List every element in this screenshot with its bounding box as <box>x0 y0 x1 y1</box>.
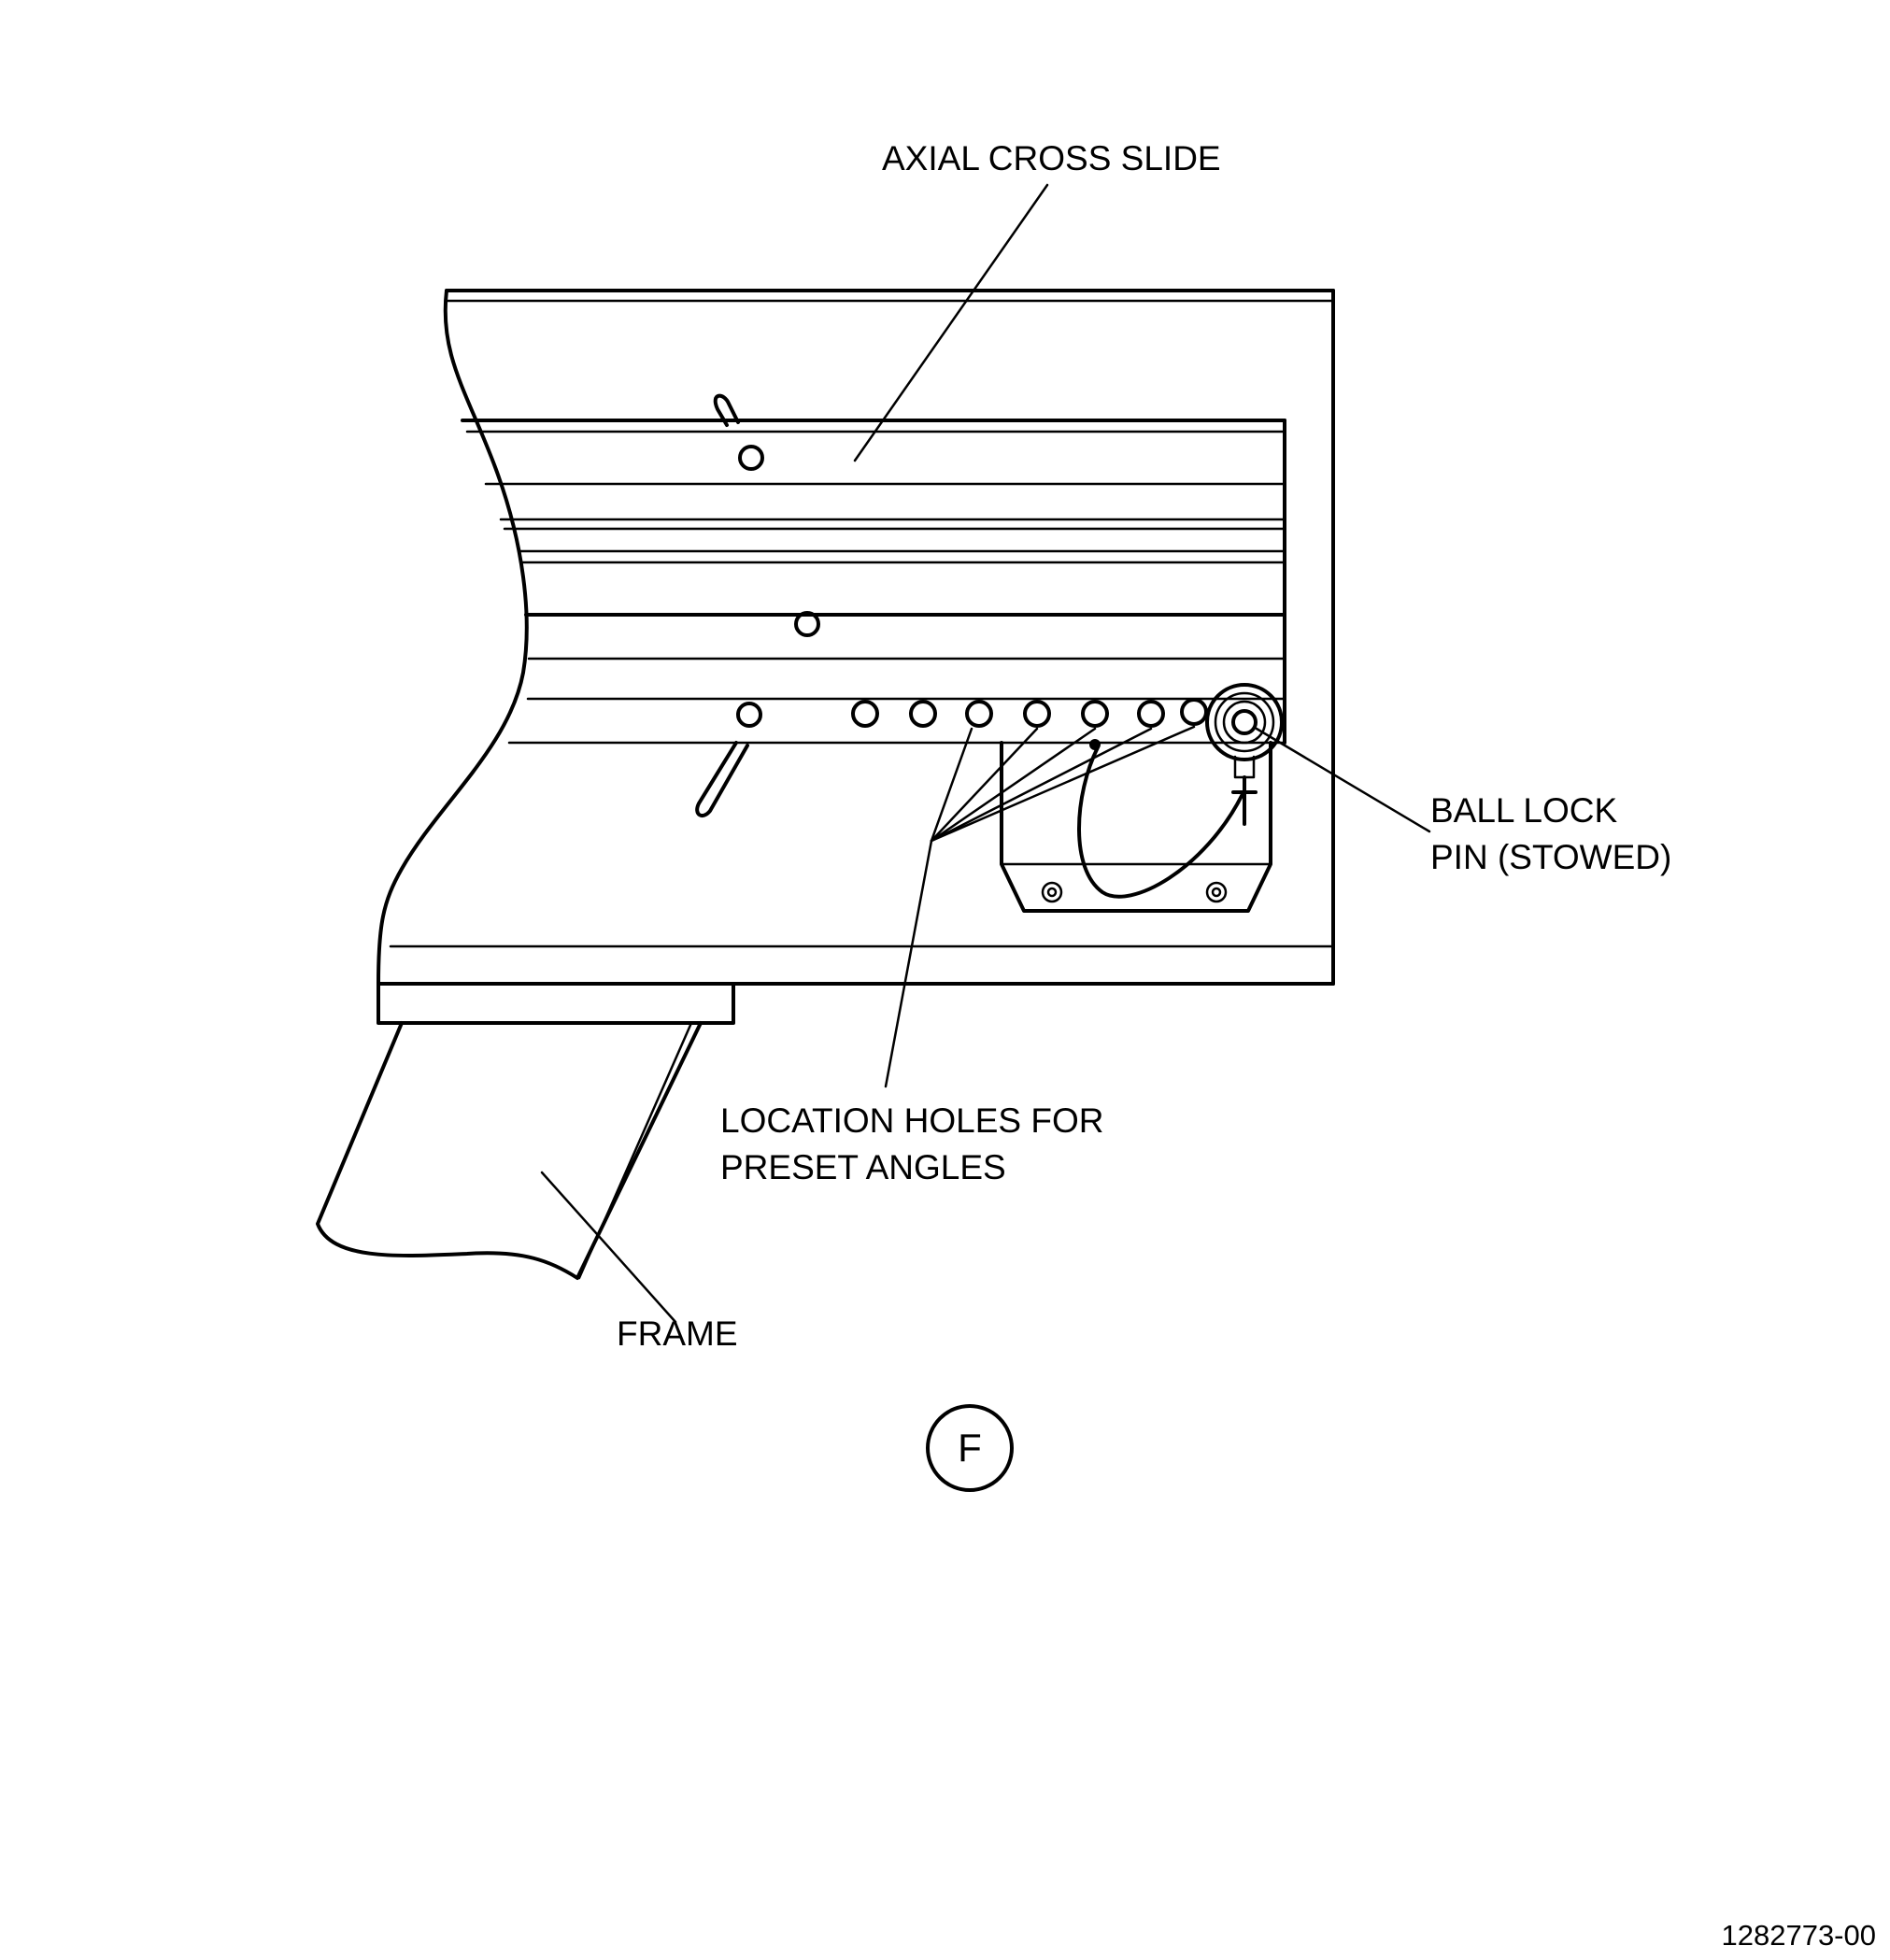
drawing-number: 1282773-00 <box>1722 1919 1877 1952</box>
label-ball-lock-line1: BALL LOCK <box>1430 791 1617 830</box>
view-letter: F <box>958 1426 982 1470</box>
label-ball-lock-line2: PIN (STOWED) <box>1430 838 1671 876</box>
label-location-holes-line1: LOCATION HOLES FOR <box>720 1101 1104 1140</box>
label-location-holes-line2: PRESET ANGLES <box>720 1148 1006 1186</box>
view-marker <box>926 1404 1014 1492</box>
adjustment-slots <box>695 393 749 818</box>
label-axial-cross-slide: AXIAL CROSS SLIDE <box>882 139 1221 178</box>
lanyard-bracket <box>1000 739 1272 913</box>
leader-lines <box>540 183 1431 1324</box>
ball-lock-pin <box>1205 683 1284 826</box>
slide-screws <box>736 445 820 728</box>
slide-housing <box>377 289 1335 986</box>
frame <box>316 982 735 1280</box>
label-frame: FRAME <box>617 1314 738 1353</box>
location-holes <box>851 698 1208 728</box>
cross-slide-rails <box>461 419 1286 745</box>
